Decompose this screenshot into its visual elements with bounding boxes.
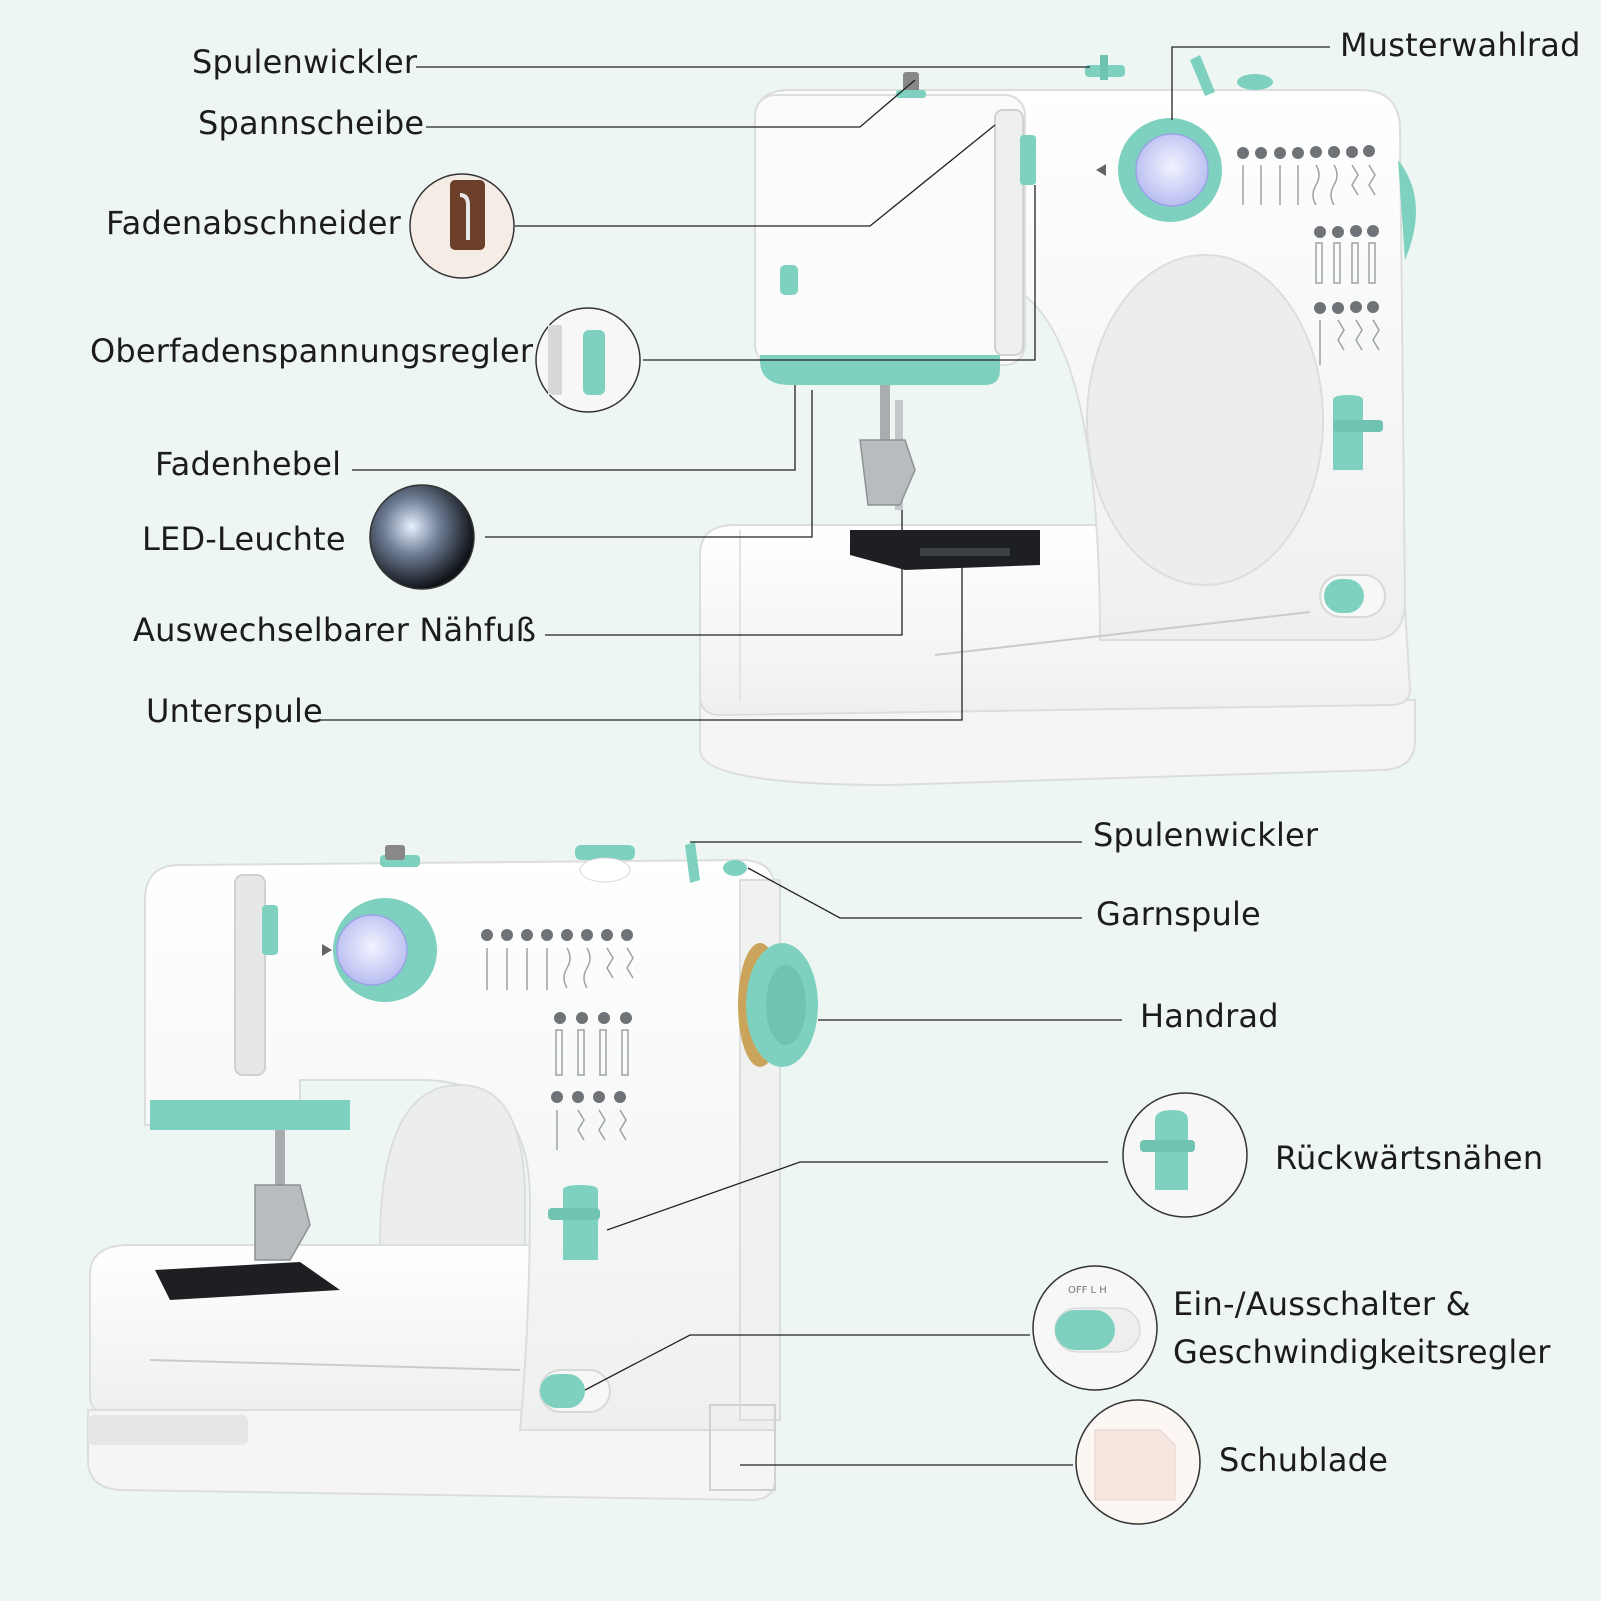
line-fadenhebel (352, 385, 796, 471)
bottom-arch (378, 1083, 526, 1246)
label-oberfadenspannungsregler: Oberfadenspannungsregler (90, 332, 534, 370)
label-schalter-line1: Ein-/Ausschalter & (1173, 1285, 1471, 1323)
label-spulenwickler-bottom: Spulenwickler (1093, 816, 1319, 854)
line-unterspule (320, 560, 963, 721)
line-oberfadenspannung (643, 185, 1036, 361)
label-spannscheibe: Spannscheibe (198, 104, 425, 142)
detail-circles: OFF L H (369, 173, 1248, 1525)
label-fadenabschneider: Fadenabschneider (106, 204, 402, 242)
top-cutter-button (780, 265, 798, 295)
bottom-reverse-lever (563, 1185, 598, 1260)
label-fadenhebel: Fadenhebel (155, 445, 342, 483)
top-reverse-lever (1333, 395, 1363, 470)
line-garnspule (747, 867, 1082, 919)
label-led-leuchte: LED-Leuchte (142, 520, 346, 558)
label-schalter-line2: Geschwindigkeitsregler (1173, 1333, 1551, 1371)
line-led (485, 390, 813, 538)
line-rueckwaerts (606, 1161, 1108, 1231)
detail-led-light (369, 484, 475, 590)
bottom-needle-plate (155, 1262, 340, 1300)
label-spulenwickler-top: Spulenwickler (192, 43, 418, 81)
top-machine (699, 55, 1416, 787)
top-handwheel-edge (1398, 160, 1416, 260)
label-schalter: Ein-/Ausschalter & Geschwindigkeitsregle… (1173, 1280, 1553, 1376)
line-musterwahlrad (1171, 46, 1330, 120)
label-musterwahlrad: Musterwahlrad (1340, 26, 1581, 64)
line-schalter (584, 1334, 1030, 1391)
line-naehfuss (545, 510, 903, 636)
label-schublade: Schublade (1219, 1441, 1389, 1479)
label-handrad: Handrad (1140, 997, 1279, 1035)
label-naehfuss: Auswechselbarer Nähfuß (133, 611, 537, 649)
top-arch-opening (1086, 254, 1324, 586)
top-base-plate (699, 699, 1416, 787)
line-fadenabschneider (515, 124, 996, 227)
bottom-drawer (709, 1404, 776, 1491)
label-rueckwaertsnaehen: Rückwärtsnähen (1275, 1139, 1544, 1177)
bottom-machine (87, 842, 818, 1502)
bottom-mint-band (150, 1100, 350, 1130)
top-presser-foot (859, 439, 916, 506)
label-garnspule: Garnspule (1096, 895, 1261, 933)
leader-lines (320, 46, 1330, 1466)
label-unterspule: Unterspule (146, 692, 323, 730)
top-tension-dial (1020, 135, 1036, 185)
line-spannscheibe (426, 79, 916, 128)
detail-switch-text: OFF L H (1068, 1285, 1107, 1296)
